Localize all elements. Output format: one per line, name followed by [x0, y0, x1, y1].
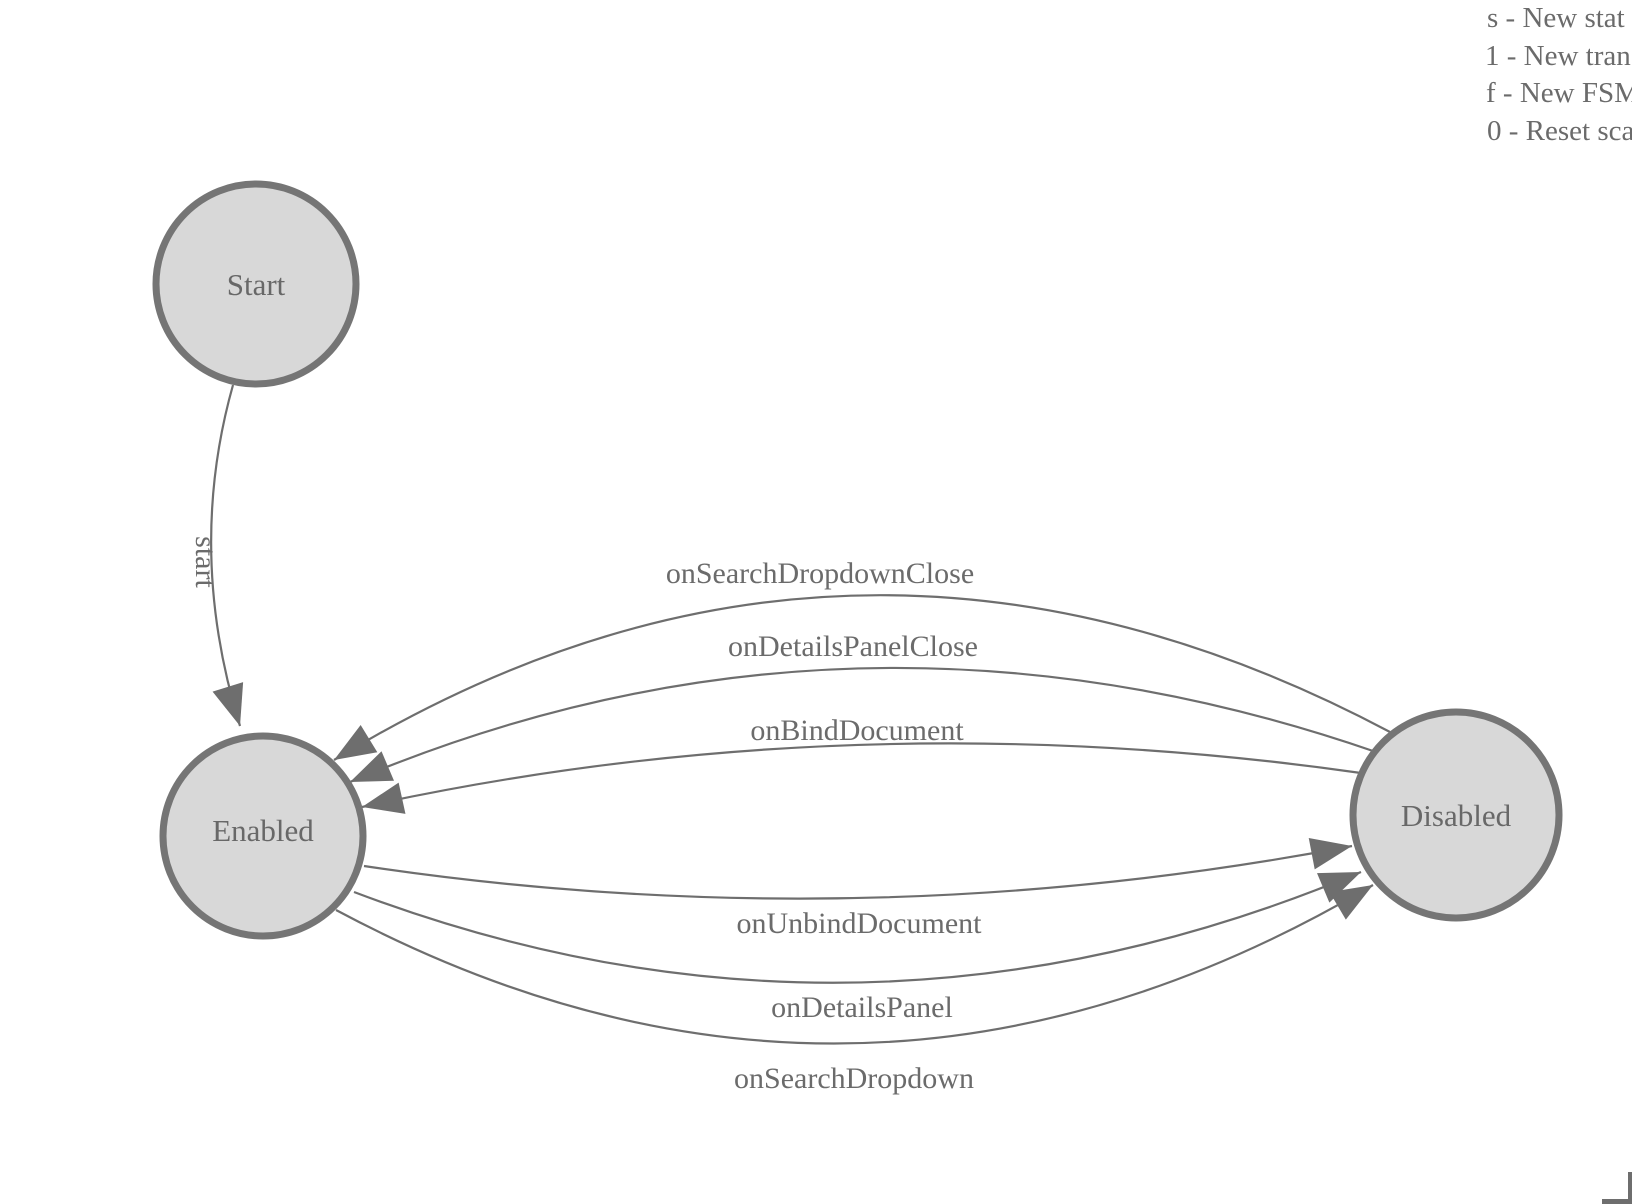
- edge-label-onSearchDropdownClose: onSearchDropdownClose: [666, 557, 974, 590]
- edge-enabled-to-disabled-3: onSearchDropdown: [335, 884, 1374, 1095]
- legend-line-reset: 0 - Reset sca: [1487, 115, 1632, 147]
- edge-enabled-to-disabled-1: onUnbindDocument: [363, 837, 1353, 940]
- start-node-circle[interactable]: [152, 180, 360, 388]
- edge-label-onSearchDropdown: onSearchDropdown: [734, 1062, 974, 1095]
- edge-onUnbindDocument-curve[interactable]: [363, 837, 1353, 900]
- edge-start-curve[interactable]: [210, 384, 244, 727]
- edge-label-start: start: [189, 536, 222, 588]
- edge-onDetailsPanel-curve[interactable]: [353, 870, 1362, 984]
- disabled-node-circle[interactable]: [1349, 708, 1563, 922]
- state-node-disabled: Disabled: [1349, 708, 1563, 922]
- edge-onBindDocument-curve[interactable]: [361, 742, 1362, 814]
- edge-label-onUnbindDocument: onUnbindDocument: [737, 907, 983, 940]
- edge-label-onBindDocument: onBindDocument: [750, 714, 964, 747]
- legend-line-new-state: s - New stat: [1487, 2, 1625, 34]
- edge-disabled-to-enabled-3: onBindDocument: [361, 714, 1362, 814]
- edge-disabled-to-enabled-2: onDetailsPanelClose: [349, 630, 1377, 784]
- bottom-right-corner-frame: [1602, 1172, 1632, 1204]
- edge-start-to-enabled: start: [189, 384, 244, 727]
- edge-onSearchDropdown-curve[interactable]: [335, 884, 1374, 1045]
- edge-onDetailsPanelClose-curve[interactable]: [349, 666, 1377, 784]
- disabled-node-label: Disabled: [1401, 798, 1512, 833]
- enabled-node-label: Enabled: [212, 813, 314, 848]
- edge-disabled-to-enabled-1: onSearchDropdownClose: [333, 557, 1391, 761]
- shortcut-legend: s - New stat 1 - New tran f - New FSM 0 …: [1485, 2, 1632, 147]
- start-node-label: Start: [227, 267, 286, 302]
- legend-line-new-fsm: f - New FSM: [1486, 77, 1632, 109]
- enabled-node-circle[interactable]: [159, 732, 367, 940]
- edge-onSearchDropdownClose-curve[interactable]: [333, 594, 1391, 761]
- edge-label-onDetailsPanelClose: onDetailsPanelClose: [728, 630, 978, 663]
- edge-label-onDetailsPanel: onDetailsPanel: [771, 991, 953, 1024]
- state-node-enabled: Enabled: [159, 732, 367, 940]
- legend-line-new-transition: 1 - New tran: [1485, 40, 1631, 72]
- state-node-start: Start: [152, 180, 360, 388]
- edge-enabled-to-disabled-2: onDetailsPanel: [353, 870, 1362, 1024]
